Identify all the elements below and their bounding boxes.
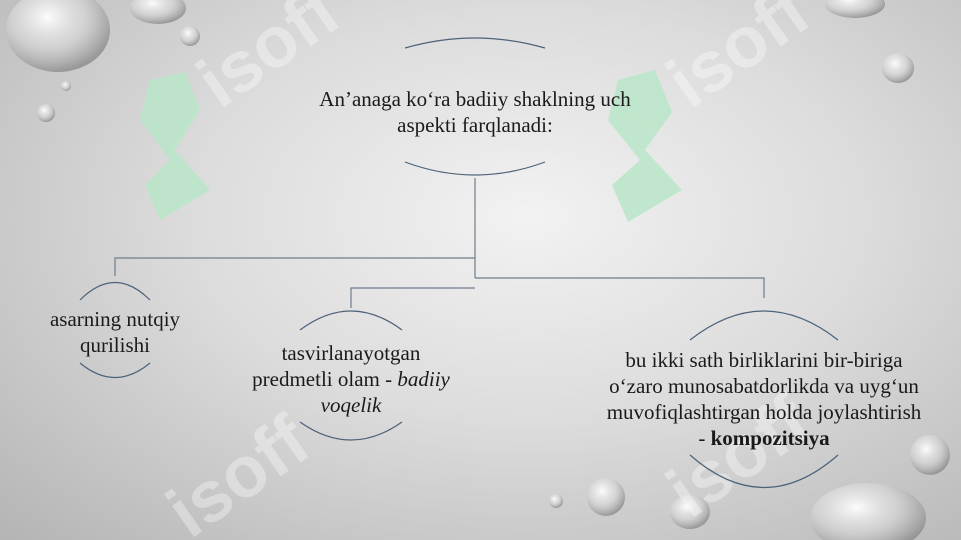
child-node-line: o‘zaro munosabatdorlikda va uyg‘un [609,374,919,398]
water-drop [61,81,71,91]
child-node-line: predmetli olam - badiiy [221,366,481,392]
child-node-line: bu ikki sath birliklarini bir-biriga [625,348,903,372]
child-node-keyword: kompozitsiya [710,426,830,450]
water-drops [6,0,950,540]
child-2-top-arc [299,310,403,331]
child-node-line: qurilishi [79,333,150,357]
child-node-line: tasvirlanayotgan [281,341,421,365]
root-node-line: aspekti farqlanadi: [397,113,553,137]
child-1-top-arc [79,281,151,301]
root-node-bottom-arc [404,161,546,176]
water-drop [882,53,914,83]
connector-child-2 [350,287,475,308]
child-3-top-arc [689,310,839,341]
child-node-emphasis: badiiy [397,367,450,391]
child-node-composition: bu ikki sath birliklarini bir-biriga o‘z… [574,347,954,451]
child-1-bottom-arc [79,362,151,379]
child-node-line: asarning nutqiy [49,307,181,331]
water-drop [130,0,186,24]
child-node-speech-structure: asarning nutqiy qurilishi [15,306,215,358]
connector-child-1 [114,257,475,276]
child-node-text: - [698,426,711,450]
connector-child-3 [475,277,765,298]
child-node-text: predmetli olam - [252,367,398,391]
water-drop [587,478,625,516]
node-arcs [79,37,839,489]
water-drop [825,0,885,18]
child-node-line: - kompozitsiya [574,425,954,451]
child-node-artistic-reality: tasvirlanayotgan predmetli olam - badiiy… [221,340,481,418]
child-node-line: muvofiqlashtirgan holda joylashtirish [606,400,922,424]
water-drop [37,104,55,122]
connectors [114,178,765,308]
root-node-line: An’anaga ko‘ra badiiy shaklning uch [319,87,631,111]
watermark-logo [140,70,682,222]
water-drop [810,483,926,540]
water-drop [910,435,950,475]
root-node: An’anaga ko‘ra badiiy shaklning uch aspe… [255,86,695,138]
child-node-emphasis: voqelik [320,393,382,417]
water-drop [670,495,710,529]
root-node-top-arc [404,37,546,49]
child-2-bottom-arc [299,421,403,441]
water-drop [6,0,110,72]
child-3-bottom-arc [689,454,839,489]
water-drop [180,26,200,46]
water-drop [549,494,563,508]
